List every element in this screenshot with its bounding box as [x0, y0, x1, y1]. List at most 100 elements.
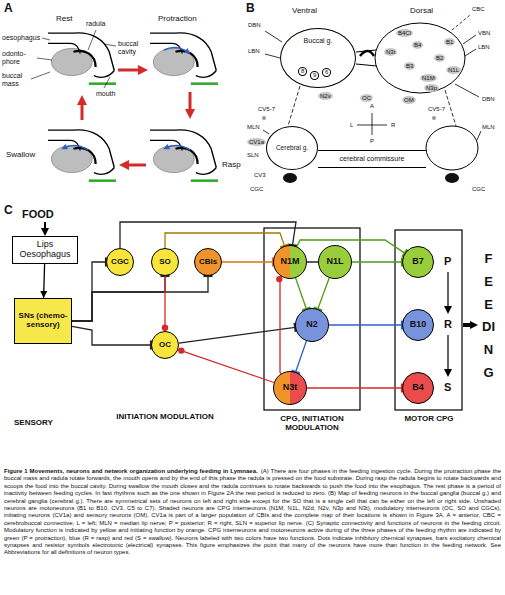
- synapse-connector: [165, 233, 289, 248]
- node-label: cerebral commissure: [340, 155, 405, 163]
- connector-line: [297, 240, 405, 253]
- text-label: CV5-7: [258, 106, 275, 113]
- text-label: LBN: [248, 48, 260, 55]
- illustration-path: [64, 145, 88, 150]
- illustration-ellipse: [445, 173, 459, 183]
- text-label: R: [391, 122, 395, 129]
- illustration-use: [150, 33, 218, 85]
- node-label: SO: [159, 258, 171, 267]
- illustration-path: [463, 323, 474, 327]
- node-label: N3t: [283, 383, 298, 393]
- illustration-path: [81, 100, 84, 120]
- figure-caption: Figure 1 Movements, neurons and network …: [4, 468, 501, 557]
- text-label: Rest: [56, 14, 72, 23]
- text-label: P: [370, 138, 374, 145]
- neuron-circle: N3t: [273, 371, 307, 405]
- synapse-connector: [162, 276, 168, 331]
- illustration-path: [88, 30, 96, 50]
- text-label: mouth: [96, 90, 115, 98]
- neuron-label: B4: [412, 41, 423, 49]
- node-label: Buccal g.: [304, 37, 333, 45]
- neuron-label: OC: [360, 94, 373, 102]
- synapse-connector: [297, 240, 407, 257]
- text-label: buccal cavity: [118, 40, 150, 56]
- text-label: CPG, INITIATION MODULATION: [262, 414, 362, 432]
- motoneuron-circle: B10: [402, 309, 434, 341]
- text-label: odonto-phore: [2, 50, 36, 66]
- node-label: Cerebral g.: [276, 144, 308, 151]
- neuron-label: CV1a: [247, 138, 266, 146]
- connector-line: [222, 261, 273, 262]
- node-label: N1M: [280, 257, 299, 267]
- connector-line: [120, 222, 296, 248]
- synapse-connector: [40, 264, 47, 298]
- text-label: R: [444, 318, 452, 331]
- node-label: CBIs: [199, 258, 217, 267]
- connector-line: [296, 341, 307, 372]
- illustration-ellipse: [426, 126, 478, 170]
- neuron-label: N2v: [318, 92, 333, 100]
- input-box: Lips Oesophagus: [12, 236, 78, 264]
- illustration-path: [118, 69, 143, 72]
- synapse-connector: [72, 326, 151, 349]
- illustration-path: [37, 58, 52, 60]
- node-label: Lips Oesophagus: [15, 240, 75, 260]
- illustration-use: [48, 130, 116, 182]
- ganglion-oval: Cerebral g.: [266, 126, 318, 170]
- commissure-band: cerebral commissure: [318, 150, 426, 168]
- synapse-connector: [307, 262, 318, 263]
- text-label: CBC: [472, 6, 485, 13]
- text-label: INITIATION MODULATION: [115, 412, 215, 421]
- text-label: DBN: [248, 22, 261, 29]
- synapse-connector: [276, 276, 282, 374]
- neuron-circle: N2: [295, 308, 329, 342]
- neuron-label: B3: [404, 62, 415, 70]
- text-label: Swallow: [6, 150, 35, 159]
- node-label: OC: [159, 341, 171, 350]
- motoneuron-circle: B4: [402, 372, 434, 404]
- text-label: S: [444, 381, 451, 394]
- neuron-label: B2: [434, 54, 445, 62]
- connector-line: [329, 324, 402, 325]
- illustration-path: [124, 164, 146, 167]
- text-label: CGC: [250, 186, 263, 193]
- illustration-path: [447, 335, 448, 373]
- neuron-circle: CBIs: [194, 248, 222, 276]
- node-label: B7: [412, 257, 424, 267]
- synapse-connector: [179, 323, 296, 343]
- text-label: A: [370, 103, 374, 110]
- connector-line: [318, 278, 329, 309]
- text-label: SENSORY: [14, 418, 53, 427]
- neuron-label: 6: [322, 68, 331, 77]
- panel-letter: FEEDING: [482, 248, 495, 385]
- node-label: B4: [412, 383, 424, 393]
- illustration-path: [104, 77, 110, 88]
- connector-line: [72, 276, 208, 321]
- connector-line: [165, 233, 285, 248]
- illustration-path: [104, 44, 116, 46]
- text-label: radula: [86, 20, 105, 28]
- synapse-connector: [329, 321, 402, 330]
- synapse-connector: [120, 222, 297, 248]
- figure-title: Figure 1 Movements, neurons and network …: [4, 468, 258, 474]
- illustration-path: [189, 92, 192, 114]
- illustration-rect: [395, 230, 462, 410]
- illustration-path: [42, 38, 50, 40]
- text-label: buccal mass: [2, 72, 32, 88]
- text-label: Dorsal: [410, 6, 433, 15]
- illustration-path: [447, 272, 448, 310]
- neuron-label: N3p: [424, 84, 439, 92]
- text-label: L: [350, 122, 353, 129]
- neuron-label: B4Cl: [396, 29, 413, 37]
- illustration-path: [44, 222, 46, 232]
- illustration-path: [357, 113, 387, 135]
- text-label: LBN: [478, 44, 490, 51]
- neuron-label: OM: [402, 96, 416, 104]
- illustration-path: [452, 15, 470, 30]
- neuron-label: N1M: [420, 74, 437, 82]
- ganglion-oval: Buccal g.: [280, 28, 356, 88]
- illustration-path: [164, 47, 188, 52]
- connector-line: [280, 276, 281, 373]
- text-label: oesophagus: [2, 34, 40, 42]
- node-label: N1L: [326, 257, 343, 267]
